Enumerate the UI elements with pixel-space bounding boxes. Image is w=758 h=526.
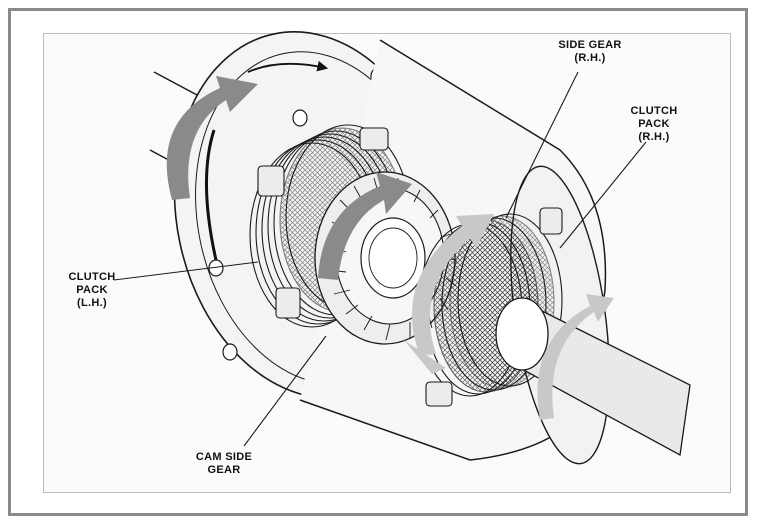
label-clutch-pack-rh-line2: PACK xyxy=(638,118,670,130)
label-clutch-pack-rh: CLUTCH PACK (R.H.) xyxy=(630,105,677,143)
label-clutch-pack-lh-line1: CLUTCH xyxy=(68,271,115,283)
direction-arrow-left-side xyxy=(205,129,218,261)
direction-arrow-top xyxy=(247,60,329,73)
rotation-arrow-left xyxy=(166,76,258,200)
label-side-gear-rh: SIDE GEAR (R.H.) xyxy=(558,39,621,64)
label-clutch-pack-rh-line1: CLUTCH xyxy=(630,105,677,117)
clutch-pack-rh-tabs xyxy=(425,207,563,407)
label-clutch-pack-lh-line3: (L.H.) xyxy=(77,297,107,309)
rotation-arrow-axle-rh xyxy=(537,294,614,420)
label-cam-side-gear-line2: GEAR xyxy=(208,464,241,476)
label-clutch-pack-lh-line2: PACK xyxy=(76,284,108,296)
clutch-pack-tabs xyxy=(257,127,389,319)
rotation-arrow-clutch-rh xyxy=(404,214,494,374)
rotation-arrow-center xyxy=(318,172,412,280)
label-cam-side-gear-line1: CAM SIDE xyxy=(196,451,252,463)
label-side-gear-rh-line2: (R.H.) xyxy=(574,52,605,64)
label-clutch-pack-rh-line3: (R.H.) xyxy=(638,131,669,143)
label-side-gear-rh-line1: SIDE GEAR xyxy=(558,39,621,51)
label-cam-side-gear: CAM SIDE GEAR xyxy=(196,451,252,476)
label-clutch-pack-lh: CLUTCH PACK (L.H.) xyxy=(68,271,115,309)
leader-lines xyxy=(113,71,647,447)
